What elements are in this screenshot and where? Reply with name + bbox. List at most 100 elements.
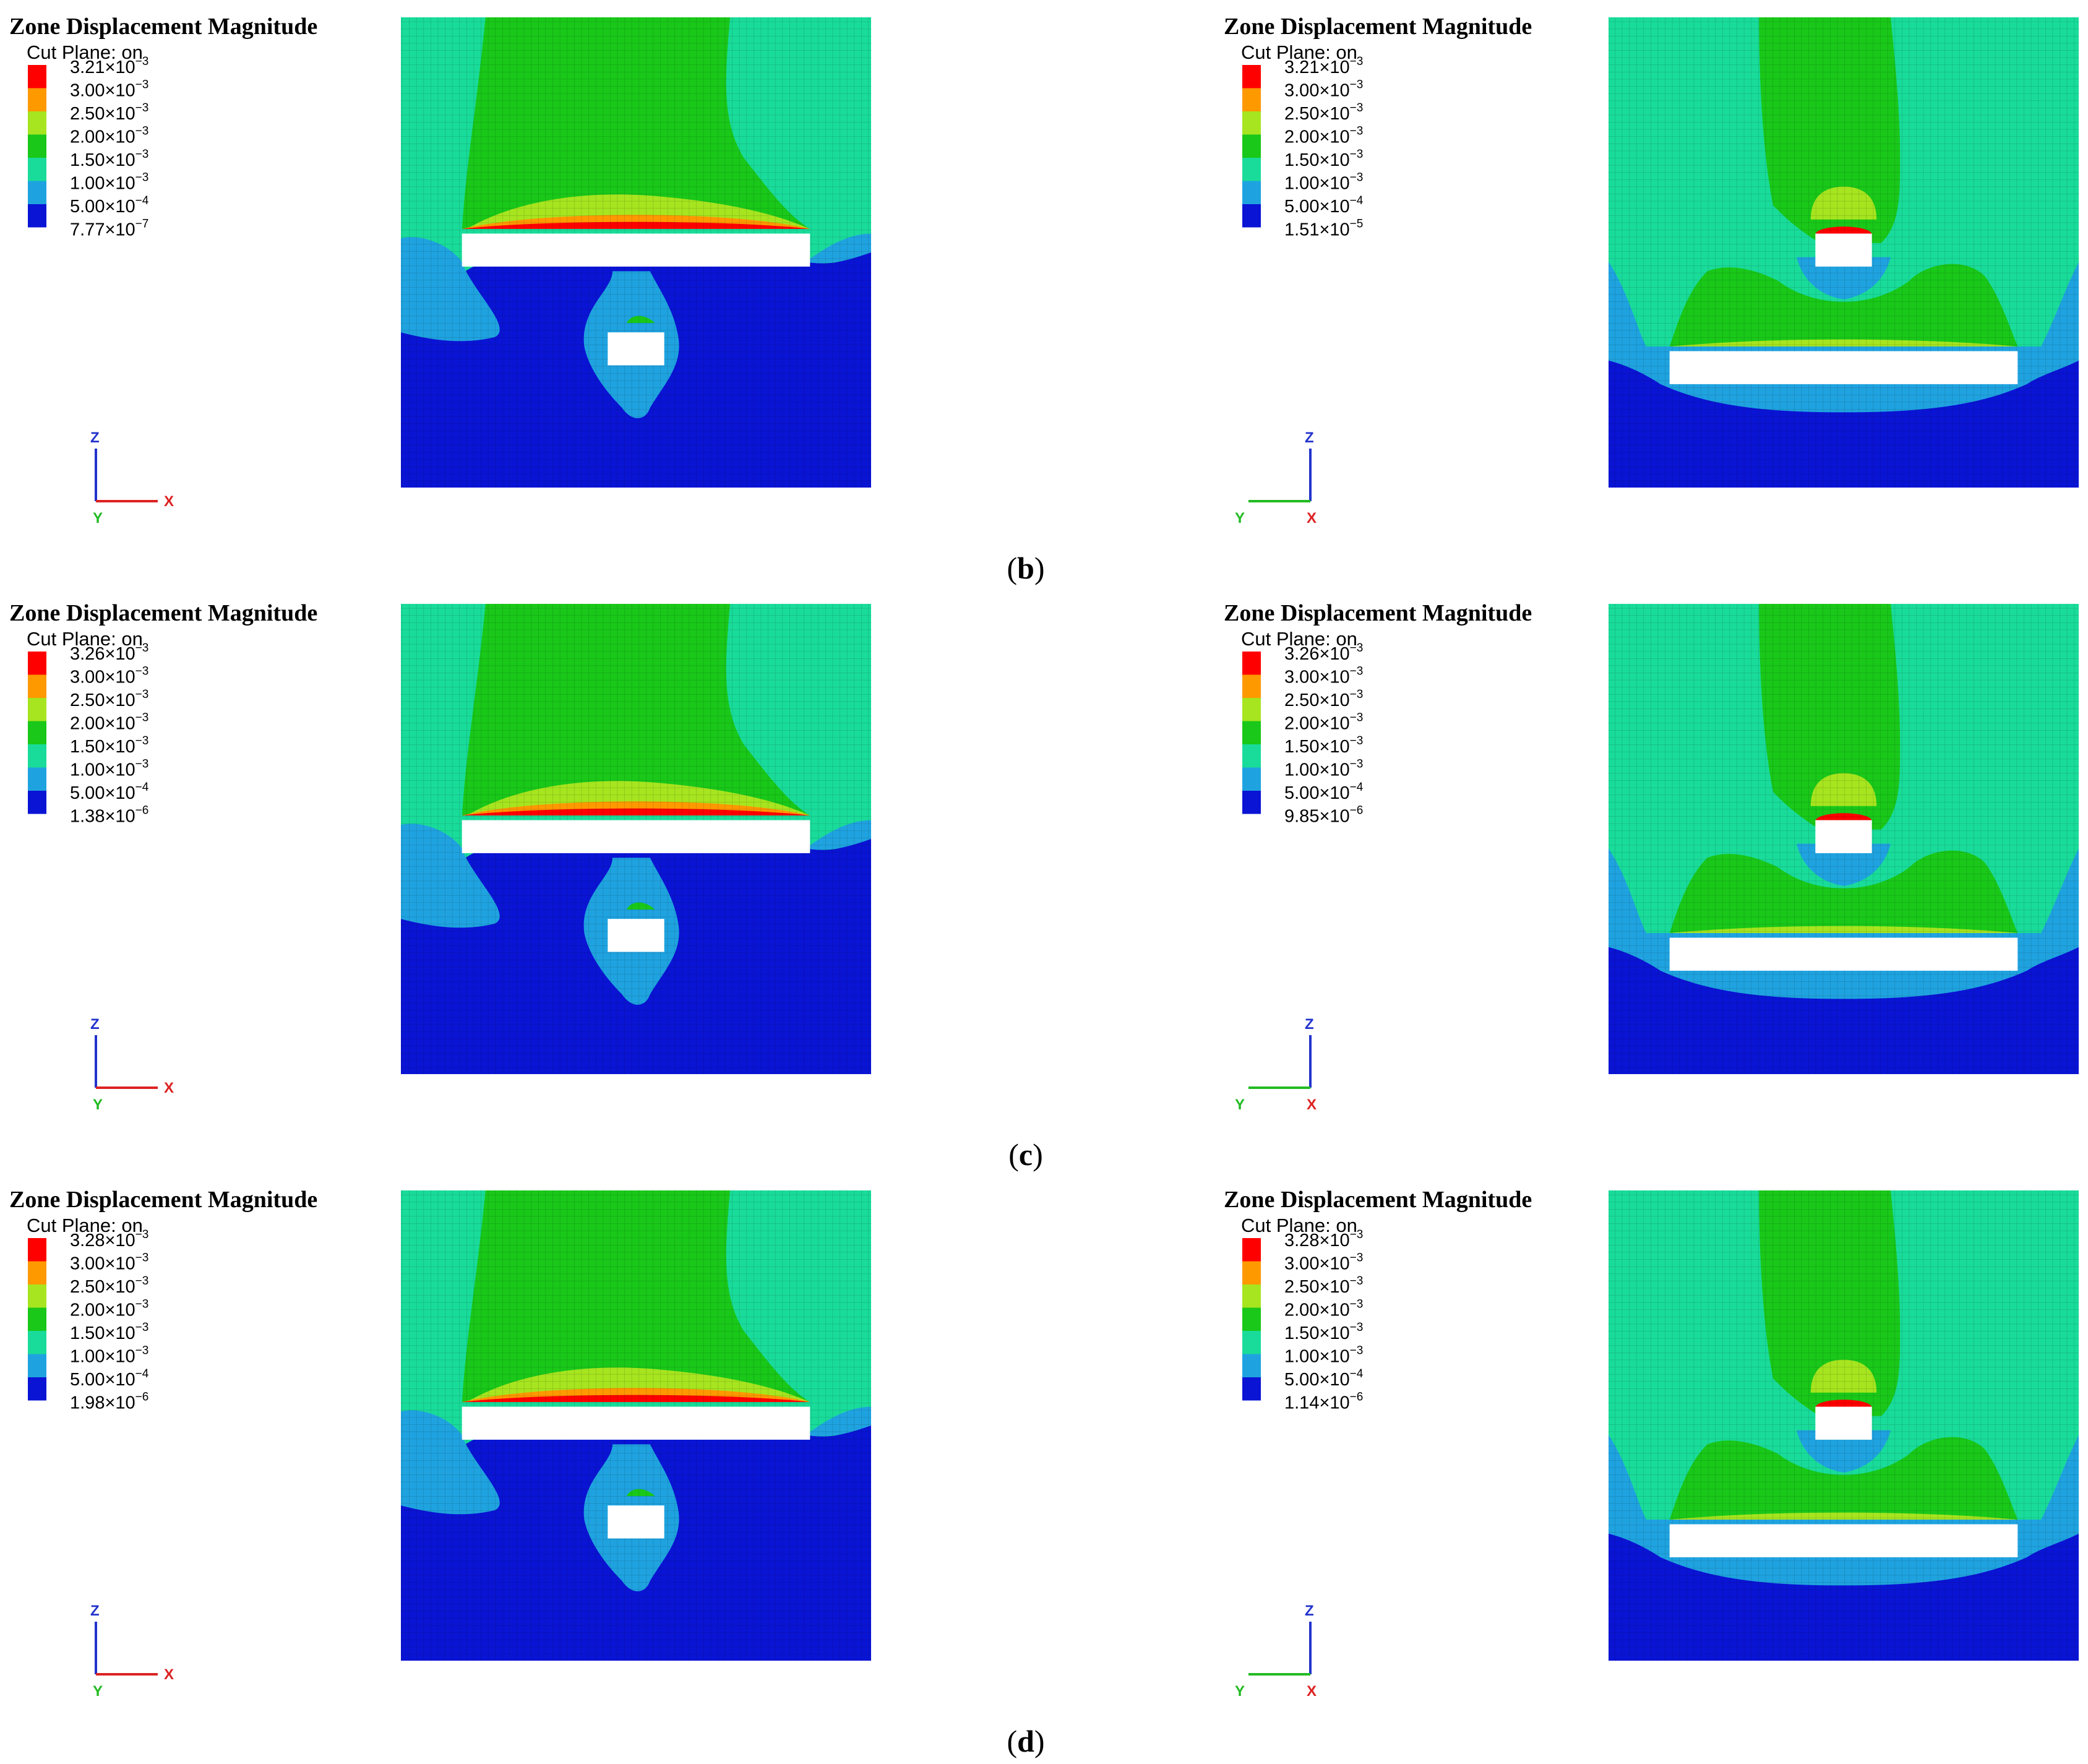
x-axis-label: X: [164, 1080, 174, 1096]
legend-mantissa: 5.00×10: [70, 783, 135, 803]
legend-exponent: −3: [1350, 125, 1364, 138]
legend-mantissa: 2.50×10: [70, 1277, 135, 1297]
legend-exponent: −4: [135, 781, 149, 794]
legend-swatch: [1242, 721, 1261, 744]
legend-swatch: [28, 1238, 46, 1262]
x-axis-label: X: [1307, 1096, 1317, 1113]
legend-exponent: −3: [135, 1228, 149, 1241]
legend-mantissa: 9.85×10: [1284, 807, 1350, 827]
excavation-opening: [462, 233, 810, 267]
excavation-opening: [1669, 937, 2018, 971]
legend-exponent: −3: [1350, 1298, 1364, 1311]
legend-value: 3.00×10−3: [1284, 1252, 1363, 1274]
legend-swatch: [28, 88, 46, 111]
legend-exponent: −6: [1350, 1391, 1364, 1404]
legend-swatch: [1242, 1238, 1261, 1262]
legend-swatch: [28, 698, 46, 721]
legend-swatch: [1242, 791, 1261, 814]
caption-letter: b: [1017, 551, 1034, 585]
legend-value: 1.00×10−3: [1284, 1345, 1363, 1367]
legend-exponent: −3: [135, 1252, 149, 1265]
legend-swatch: [28, 791, 46, 814]
legend-value: 1.00×10−3: [1284, 171, 1363, 194]
legend-value: 1.98×10−6: [70, 1391, 148, 1413]
excavation-opening: [1815, 233, 1872, 267]
legend-subtitle: Cut Plane: on: [1241, 1215, 1357, 1236]
legend-value: 1.50×10−3: [70, 1321, 148, 1343]
legend-value: 1.38×10−6: [70, 804, 148, 827]
excavation-opening: [608, 1505, 664, 1539]
legend-value: 1.50×10−3: [1284, 1321, 1363, 1343]
excavation-opening: [608, 919, 664, 952]
legend-exponent: −3: [1350, 688, 1364, 701]
legend-mantissa: 1.50×10: [70, 737, 135, 757]
legend-exponent: −3: [1350, 758, 1364, 771]
excavation-opening: [462, 1406, 810, 1440]
z-axis-label: Z: [1305, 1603, 1314, 1619]
legend-swatch: [1242, 744, 1261, 768]
legend-swatch: [1242, 134, 1261, 158]
subfigure-caption: (d): [1007, 1724, 1044, 1758]
legend-value: 2.50×10−3: [1284, 101, 1363, 124]
legend-mantissa: 1.50×10: [1284, 150, 1350, 170]
legend-value: 1.50×10−3: [70, 734, 148, 757]
legend-swatch: [1242, 1354, 1261, 1377]
excavation-opening: [1669, 351, 2018, 384]
legend-swatch: [28, 158, 46, 181]
legend-value: 2.50×10−3: [70, 1275, 148, 1297]
legend-exponent: −4: [1350, 1367, 1364, 1380]
legend-value: 1.50×10−3: [1284, 148, 1363, 170]
legend-exponent: −3: [135, 55, 149, 68]
legend-value: 5.00×10−4: [70, 781, 149, 803]
legend-mantissa: 5.00×10: [1284, 197, 1350, 217]
z-axis-label: Z: [1305, 1016, 1314, 1033]
axis-triad: ZXY: [90, 1016, 174, 1113]
legend-value: 2.00×10−3: [1284, 1298, 1363, 1320]
legend-value: 2.00×10−3: [1284, 712, 1363, 734]
legend-value: 2.50×10−3: [1284, 1275, 1363, 1297]
legend-exponent: −4: [135, 194, 149, 207]
legend-swatch: [28, 111, 46, 135]
caption-close: ): [1034, 551, 1045, 585]
legend-mantissa: 3.28×10: [1284, 1231, 1350, 1250]
legend-swatch: [28, 674, 46, 698]
excavation-opening: [1669, 1524, 2018, 1557]
legend-exponent: −4: [1350, 781, 1364, 794]
legend-mantissa: 3.00×10: [1284, 81, 1350, 101]
legend-exponent: −3: [1350, 1228, 1364, 1241]
legend-exponent: −6: [135, 1391, 149, 1404]
legend-exponent: −3: [135, 642, 149, 655]
legend-mantissa: 3.21×10: [70, 58, 135, 77]
legend-swatch: [28, 1331, 46, 1354]
subfigure-caption: (b): [1007, 551, 1044, 585]
legend-swatch: [1242, 1261, 1261, 1284]
legend-title: Zone Displacement Magnitude: [9, 1187, 317, 1213]
legend-value: 2.50×10−3: [1284, 688, 1363, 710]
z-axis-label: Z: [90, 429, 100, 446]
legend-mantissa: 1.00×10: [70, 1347, 135, 1367]
legend-swatch: [28, 134, 46, 158]
excavation-opening: [462, 820, 810, 853]
legend-value: 2.50×10−3: [70, 101, 148, 124]
legend-value: 1.00×10−3: [70, 171, 148, 194]
legend-mantissa: 2.00×10: [70, 1301, 135, 1320]
legend-mantissa: 2.00×10: [70, 714, 135, 734]
y-axis-label: Y: [93, 510, 103, 527]
y-axis-label: Y: [1235, 510, 1245, 527]
legend-subtitle: Cut Plane: on: [1241, 628, 1357, 650]
openings: [462, 820, 810, 952]
legend-value: 3.00×10−3: [1284, 665, 1363, 687]
caption-open: (: [1008, 1137, 1019, 1172]
legend-exponent: −7: [135, 218, 149, 231]
legend-exponent: −3: [135, 1321, 149, 1334]
legend-swatch: [1242, 674, 1261, 698]
legend-swatch: [28, 1261, 46, 1284]
z-axis-label: Z: [90, 1603, 100, 1619]
